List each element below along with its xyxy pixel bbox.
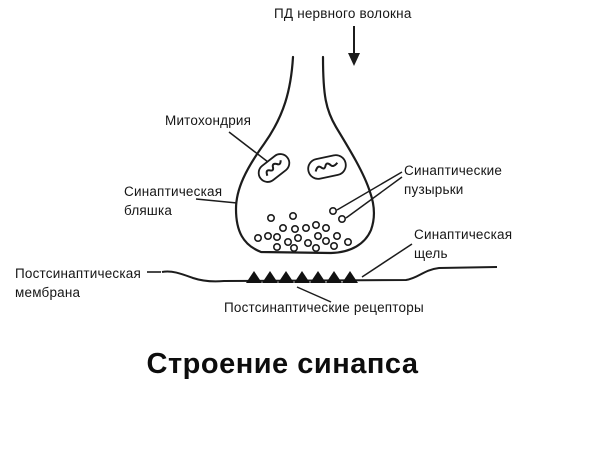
label-synaptic-cleft: Синаптическая щель <box>414 225 512 263</box>
receptor-triangles-group <box>246 271 358 283</box>
vesicle-pointer-line-1 <box>336 171 403 211</box>
pointer-lines <box>195 131 413 303</box>
label-line: Синаптическая <box>124 184 223 199</box>
label-line: Постсинаптическая <box>15 266 141 281</box>
label-synaptic-plaque: Синаптическая бляшка <box>124 182 222 220</box>
label-synaptic-vesicles: Синаптические пузырьки <box>404 161 502 199</box>
plaque-pointer-line <box>195 198 238 204</box>
axon-terminal-outline <box>234 55 375 255</box>
synaptic-vesicles-group <box>254 207 352 253</box>
mitochondrion-left <box>257 153 291 183</box>
label-line: мембрана <box>15 285 81 300</box>
receptor-pointer-line <box>296 286 332 303</box>
label-postsynaptic-membrane: Постсинаптическая мембрана <box>15 264 141 302</box>
label-line: Синаптическая <box>414 227 513 242</box>
label-action-potential: ПД нервного волокна <box>274 6 412 21</box>
label-postsynaptic-receptors: Постсинаптические рецепторы <box>224 300 424 315</box>
label-mitochondrion: Митохондрия <box>165 113 252 128</box>
label-line: бляшка <box>124 203 173 218</box>
vesicle-pointer-line-2 <box>345 176 403 219</box>
page-title: Строение синапса <box>146 348 419 380</box>
down-arrow-icon <box>348 26 360 66</box>
postsynaptic-membrane-line <box>161 266 498 283</box>
label-line: Синаптические <box>404 163 503 178</box>
label-line: пузырьки <box>404 182 464 197</box>
mitochondrion-right <box>307 154 347 180</box>
label-line: щель <box>414 246 448 261</box>
mitochondrion-pointer-line <box>228 131 269 163</box>
cleft-pointer-line <box>361 243 413 278</box>
